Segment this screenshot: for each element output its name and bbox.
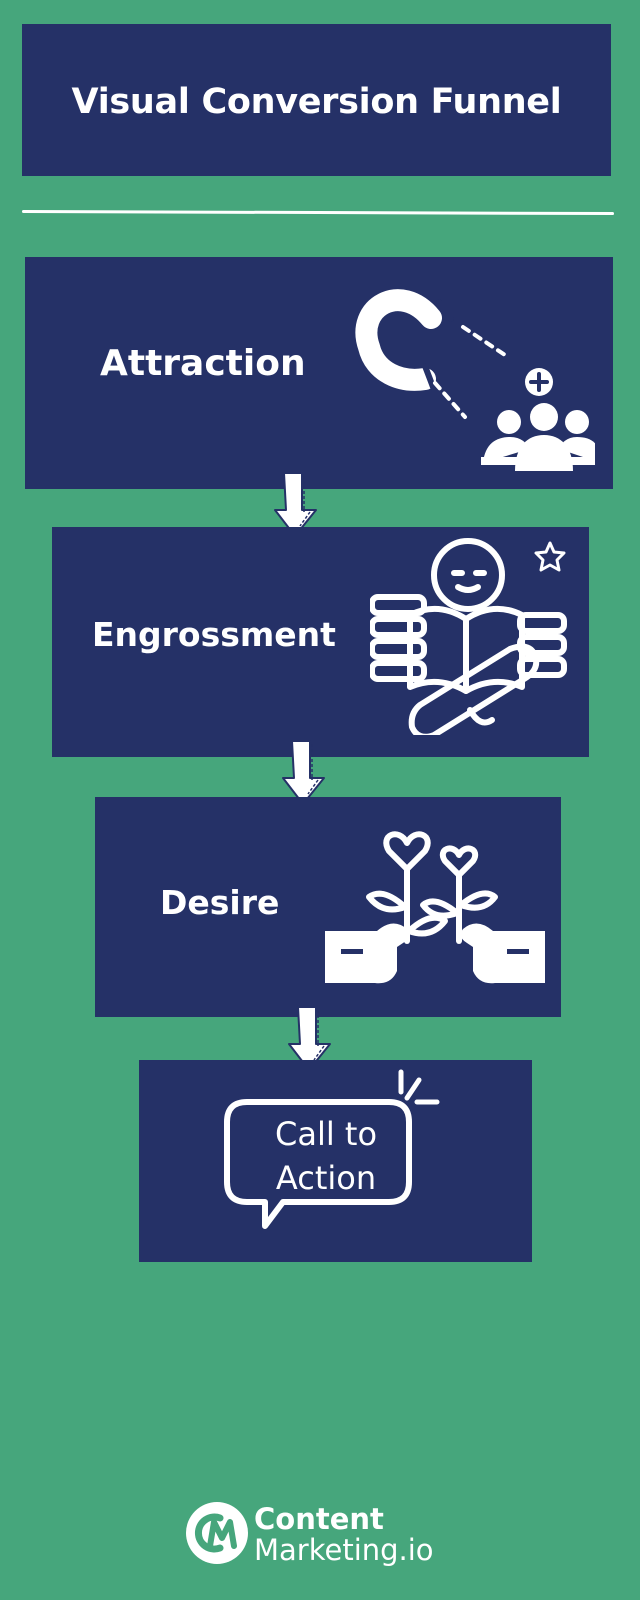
footer-brand: Content Marketing.io <box>254 1504 434 1566</box>
cta-label-line2: Action <box>275 1159 377 1197</box>
speech-bubble-icon <box>224 1069 440 1229</box>
magnet-people-icon <box>355 289 595 471</box>
step-label-engrossment: Engrossment <box>92 615 336 654</box>
page-title: Visual Conversion Funnel <box>71 82 562 122</box>
down-arrow-icon <box>282 740 325 805</box>
funnel-step-call-to-action: Call to Action <box>139 1060 532 1262</box>
footer-brand-line1: Content <box>254 1502 384 1536</box>
funnel-title-box: Visual Conversion Funnel <box>22 24 611 176</box>
divider-line <box>21 210 615 216</box>
cta-label-line1: Call to <box>274 1115 378 1153</box>
step-label-attraction: Attraction <box>100 343 306 384</box>
funnel-step-desire: Desire <box>95 797 561 1017</box>
step-label-desire: Desire <box>160 883 280 922</box>
person-reading-icon <box>370 538 567 735</box>
hands-growing-hearts-icon <box>325 831 545 984</box>
footer-brand-line2: Marketing.io <box>254 1533 434 1567</box>
funnel-step-attraction: Attraction <box>25 257 613 489</box>
down-arrow-icon <box>288 1006 331 1071</box>
down-arrow-icon <box>274 472 317 537</box>
funnel-step-engrossment: Engrossment <box>52 527 589 757</box>
contentmarketing-logo-icon <box>186 1502 248 1564</box>
